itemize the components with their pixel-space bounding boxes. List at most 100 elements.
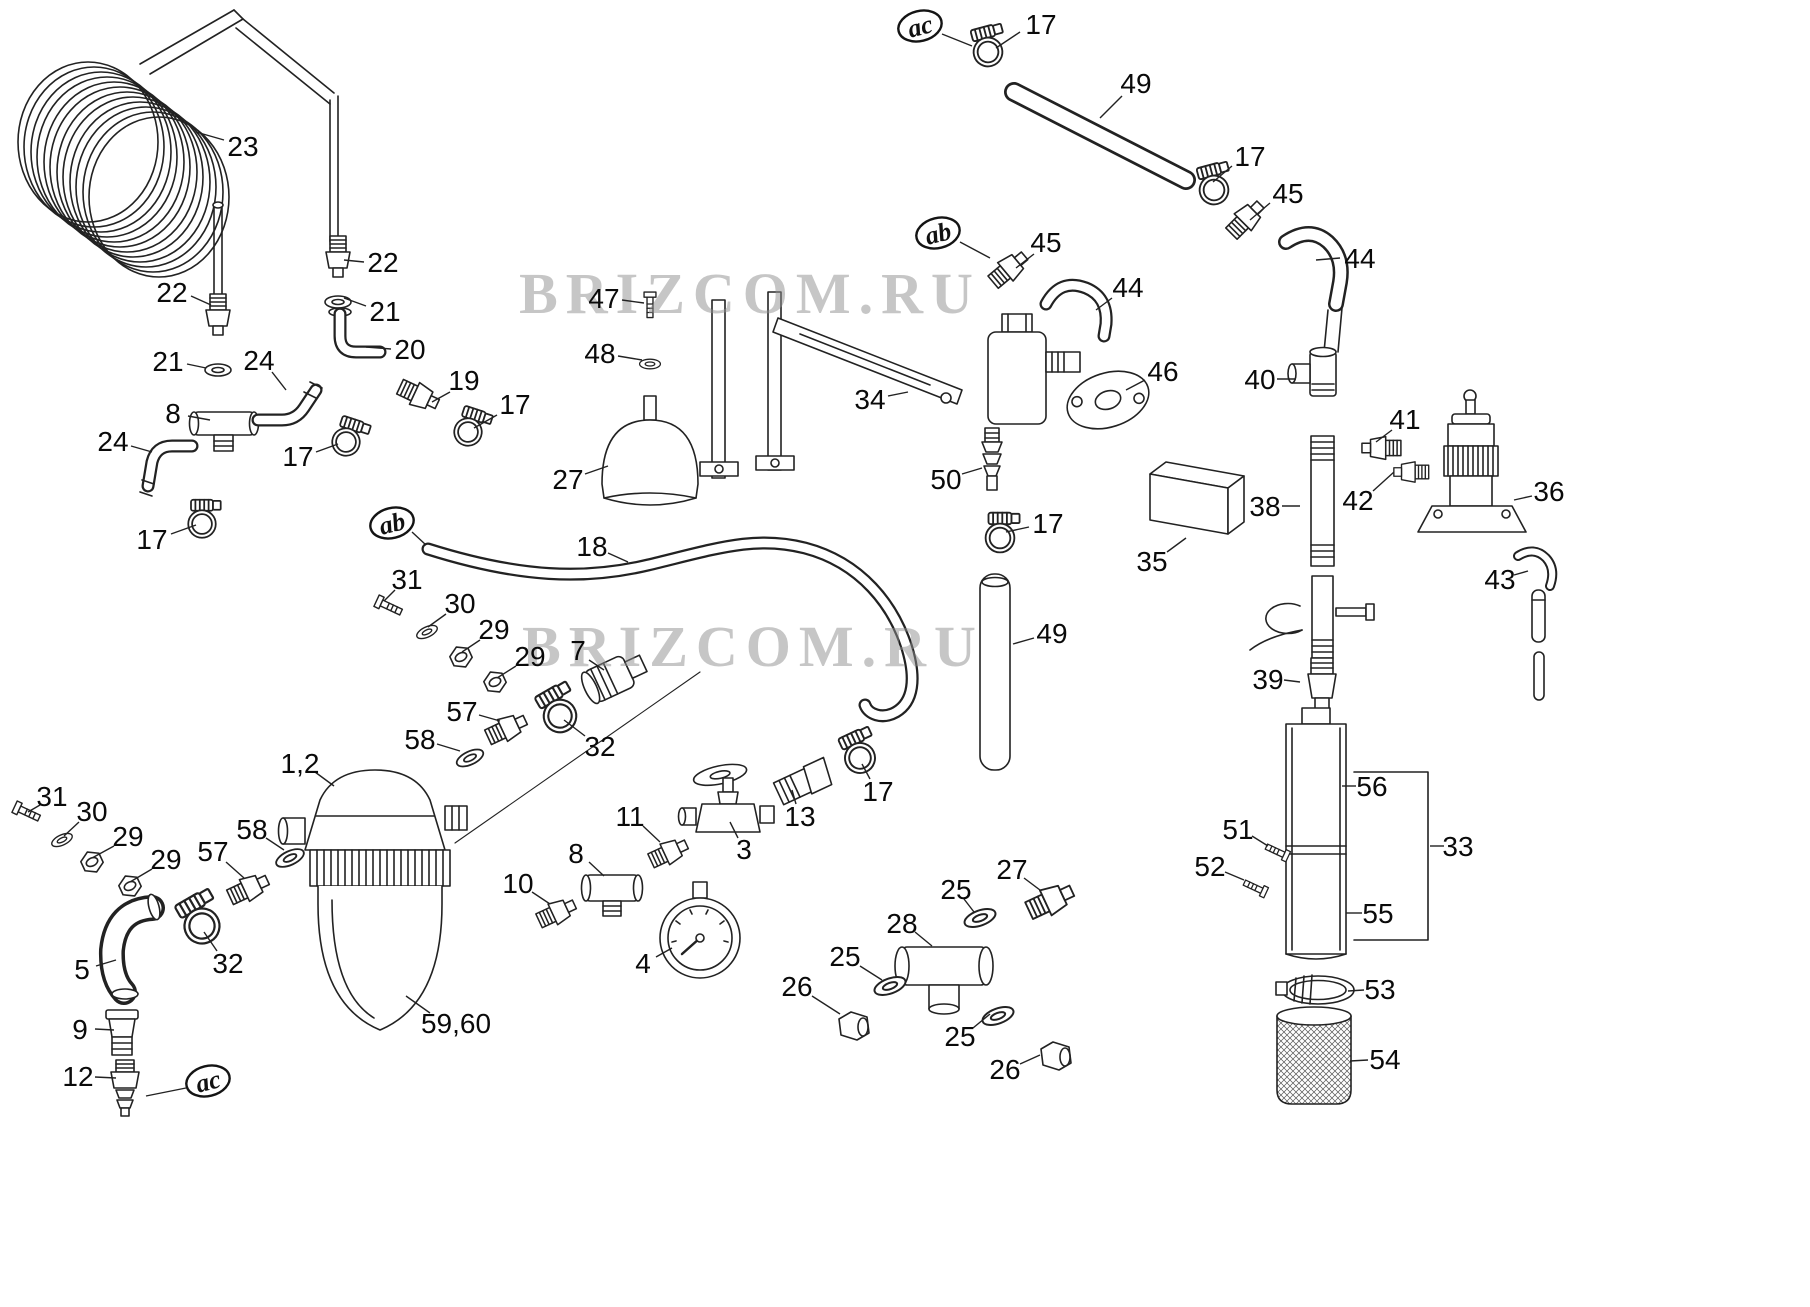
tee-28 bbox=[894, 946, 994, 1015]
hose-coil bbox=[17, 61, 230, 278]
leader-line bbox=[859, 965, 883, 981]
leader-line bbox=[405, 995, 431, 1014]
fitting-57-lower bbox=[224, 868, 274, 909]
leader-line bbox=[190, 295, 212, 306]
leader-line bbox=[1347, 989, 1365, 992]
part-number-40: 40 bbox=[1244, 364, 1275, 395]
leader-line bbox=[1513, 570, 1529, 576]
leader-line bbox=[588, 861, 605, 877]
leader-line bbox=[411, 531, 427, 546]
tee-40 bbox=[1287, 346, 1337, 397]
leader-line bbox=[365, 346, 392, 350]
leader-line bbox=[203, 931, 218, 952]
part-number-29: 29 bbox=[478, 614, 509, 645]
elbow-44-mid bbox=[1039, 278, 1113, 343]
part-number-7: 7 bbox=[570, 635, 586, 666]
strainer-54 bbox=[1276, 1006, 1352, 1105]
leader-line bbox=[478, 714, 501, 722]
hose-clamp-17 bbox=[187, 498, 222, 539]
seal-25-a bbox=[961, 904, 999, 932]
valve-block-46 bbox=[987, 313, 1150, 430]
leader-line bbox=[129, 868, 153, 883]
part-number-32: 32 bbox=[584, 731, 615, 762]
elbow-43 bbox=[1513, 546, 1558, 701]
part-number-53: 53 bbox=[1364, 974, 1395, 1005]
part-number-8: 8 bbox=[568, 838, 584, 869]
float-27 bbox=[601, 395, 699, 506]
leader-line bbox=[1019, 1054, 1041, 1065]
hose-clamp-17 bbox=[984, 511, 1021, 554]
part-number-11: 11 bbox=[615, 801, 644, 832]
leader-line bbox=[1224, 871, 1245, 881]
leader-line bbox=[1005, 526, 1030, 533]
leader-line bbox=[642, 825, 661, 843]
part-number-24: 24 bbox=[97, 426, 128, 457]
part-number-25: 25 bbox=[829, 941, 860, 972]
leader-line bbox=[94, 1076, 117, 1079]
part-number-33: 33 bbox=[1442, 831, 1473, 862]
washer-21-right bbox=[324, 295, 352, 309]
leader-line bbox=[170, 524, 197, 535]
hose-49-top bbox=[1004, 82, 1196, 190]
leader-line bbox=[1349, 1059, 1369, 1062]
leader-line bbox=[621, 299, 645, 304]
leader-line bbox=[461, 639, 481, 653]
leader-line bbox=[655, 947, 673, 958]
part-number-38: 38 bbox=[1249, 491, 1280, 522]
badge-ellipse bbox=[185, 1064, 231, 1098]
connection-badge-ac: ac bbox=[897, 9, 943, 44]
fitting-45-mid bbox=[984, 245, 1034, 293]
fitting-57-upper bbox=[482, 708, 532, 749]
washer-30-upper bbox=[414, 622, 440, 642]
part-number-26: 26 bbox=[781, 971, 812, 1002]
part-number-8: 8 bbox=[165, 398, 181, 429]
nut-29-upper-b bbox=[480, 667, 510, 697]
part-number-25: 25 bbox=[944, 1021, 975, 1052]
bracket-35 bbox=[1149, 461, 1245, 535]
part-number-18: 18 bbox=[576, 531, 607, 562]
leader-line bbox=[225, 861, 245, 879]
part-number-52: 52 bbox=[1194, 851, 1225, 882]
washer-30-lower bbox=[49, 830, 75, 850]
part-number-44: 44 bbox=[1344, 243, 1375, 274]
fitting-41 bbox=[1361, 435, 1402, 461]
part-number-25: 25 bbox=[940, 874, 971, 905]
part-number-13: 13 bbox=[784, 801, 815, 832]
part-number-28: 28 bbox=[886, 908, 917, 939]
gauge-4 bbox=[659, 881, 741, 979]
hose-clamp-17 bbox=[449, 403, 495, 452]
part-number-9: 9 bbox=[72, 1014, 88, 1045]
leader-line bbox=[959, 241, 991, 259]
ring-58-upper bbox=[453, 745, 487, 771]
part-number-54: 54 bbox=[1369, 1044, 1400, 1075]
part-number-45: 45 bbox=[1272, 178, 1303, 209]
fitting-11 bbox=[645, 833, 692, 872]
part-number-57: 57 bbox=[446, 696, 477, 727]
part-number-22: 22 bbox=[367, 247, 398, 278]
part-number-48: 48 bbox=[584, 338, 615, 369]
leader-line bbox=[427, 613, 447, 628]
leader-line bbox=[314, 771, 335, 787]
pipe-38 bbox=[1310, 435, 1335, 567]
part-number-5: 5 bbox=[74, 954, 90, 985]
part-number-17: 17 bbox=[862, 776, 893, 807]
leader-line bbox=[995, 31, 1021, 49]
hose-18 bbox=[421, 536, 919, 723]
hose-49-vertical bbox=[979, 573, 1011, 771]
fitting-22-right bbox=[325, 235, 351, 278]
leader-line bbox=[1125, 379, 1146, 391]
leader-line bbox=[963, 898, 975, 913]
elbow-24-lower bbox=[139, 439, 199, 497]
leader-line bbox=[431, 391, 451, 403]
leader-line bbox=[265, 837, 285, 851]
leader-line bbox=[607, 552, 629, 563]
part-number-23: 23 bbox=[227, 131, 258, 162]
part-number-39: 39 bbox=[1252, 664, 1283, 695]
leader-line bbox=[617, 355, 643, 361]
leader-line bbox=[729, 821, 739, 839]
fitting-9 bbox=[105, 1009, 139, 1056]
bracket-plates bbox=[699, 291, 795, 479]
part-number-44: 44 bbox=[1112, 272, 1143, 303]
